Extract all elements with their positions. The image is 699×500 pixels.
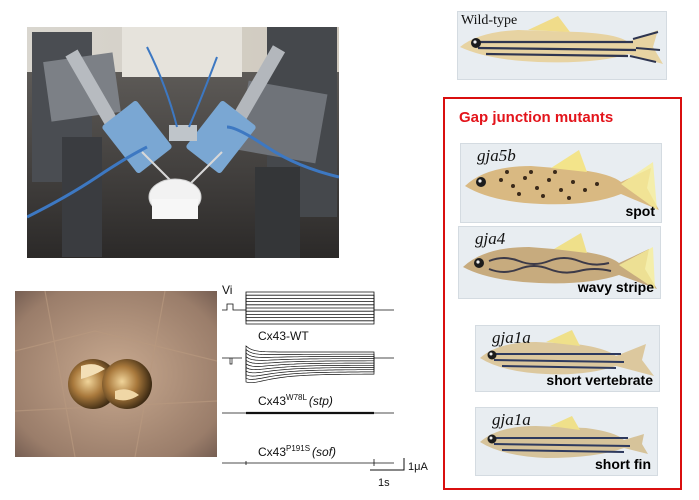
electrophysiology-rig-photo [27,27,339,258]
short-fin-zebrafish-image [480,416,648,458]
short-vertebrate-zebrafish-image [480,330,654,376]
gja1a-gene-label: gja1a [492,328,531,347]
wt-current-trace [222,345,394,384]
gja5b-fish-photo: gja5b spot [460,143,662,223]
gja4-gene-label: gja4 [475,229,506,248]
scale-bar [370,458,405,471]
gap-junction-mutants-panel: Gap junction mutants [443,97,682,490]
voltage-protocol-trace [222,291,394,325]
wild-type-zebrafish-image [460,16,663,64]
gja1a-short-vertebrate-fish-photo: gja1a short vertebrate [475,325,660,392]
gja5b-gene-label: gja5b [477,146,516,165]
stp-trace-label: Cx43W78L(stp) [258,393,333,408]
current-traces-figure: Vi Cx43-WT Cx43W78L(stp) Cx43P191S(sof) … [222,283,428,489]
gja1a-short-fin-fish-photo: gja1a short fin [475,407,658,476]
gja1a-gene-label: gja1a [492,410,531,429]
voltage-label: Vi [222,283,232,297]
time-scale-label: 1s [378,477,390,489]
short-vertebrate-phenotype-label: short vertebrate [546,372,653,388]
wavy-stripe-phenotype-label: wavy stripe [577,279,654,295]
wavy-stripe-zebrafish-image [463,233,657,289]
gja4-fish-photo: gja4 wavy stripe [458,226,661,299]
wild-type-fish-photo: Wild-type [457,11,667,80]
short-fin-phenotype-label: short fin [595,456,651,472]
sof-trace-label: Cx43P191S(sof) [258,444,336,459]
sof-current-trace [222,459,394,466]
wild-type-label: Wild-type [461,13,518,28]
spot-zebrafish-image [465,150,659,210]
current-scale-label: 1μA [408,461,428,473]
mutant-panel-title: Gap junction mutants [459,109,614,126]
wt-trace-label: Cx43-WT [258,329,309,343]
oocyte-pair-photo [15,291,217,457]
spot-phenotype-label: spot [625,203,655,219]
